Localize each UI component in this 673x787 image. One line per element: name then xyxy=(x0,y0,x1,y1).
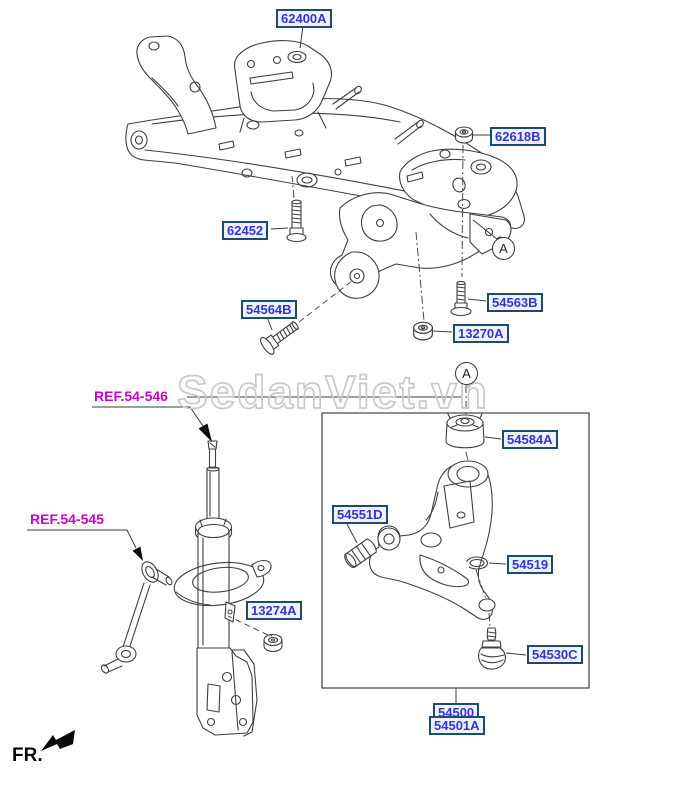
part-label-62452[interactable]: 62452 xyxy=(222,221,269,240)
part-label-54563B[interactable]: 54563B xyxy=(487,293,543,312)
nut-13274A xyxy=(263,633,283,653)
watermark: SedanViet.vn xyxy=(177,366,489,418)
control-arm-drawing xyxy=(368,460,496,620)
part-label-54519[interactable]: 54519 xyxy=(507,555,554,574)
bolt-54564B xyxy=(260,321,299,355)
part-label-54501A[interactable]: 54501A xyxy=(429,716,485,735)
bolt-62452 xyxy=(286,199,307,243)
strut-nut-dash-line xyxy=(227,615,269,636)
ref-arrow-545 xyxy=(132,546,143,561)
bolt-54563B xyxy=(450,280,472,317)
part-label-54530C[interactable]: 54530C xyxy=(527,645,583,664)
center-lines xyxy=(291,144,498,323)
front-direction-label: FR. xyxy=(12,745,43,766)
arm-rear-bushing-drawing xyxy=(445,413,485,449)
ref-arrow-546 xyxy=(198,423,212,442)
nut-13270A xyxy=(413,321,433,341)
ref-label-54-545[interactable]: REF.54-545 xyxy=(30,511,104,527)
arm-front-bushing-drawing xyxy=(344,538,377,568)
stabilizer-link-drawing xyxy=(100,561,173,674)
front-direction-arrow-icon xyxy=(41,730,75,751)
strut-drawing xyxy=(173,440,272,737)
snap-ring-drawing xyxy=(464,556,489,570)
callout-a-crossmember: A xyxy=(492,237,515,260)
ref-label-54-546[interactable]: REF.54-546 xyxy=(94,388,168,404)
part-label-13270A[interactable]: 13270A xyxy=(453,324,509,343)
ball-joint-drawing xyxy=(478,627,506,670)
crossmember-drawing xyxy=(125,35,525,299)
part-label-13274A[interactable]: 13274A xyxy=(246,601,302,620)
part-label-54564B[interactable]: 54564B xyxy=(241,300,297,319)
detail-center-lines xyxy=(465,385,491,628)
part-label-54584A[interactable]: 54584A xyxy=(502,430,558,449)
nut-62618B xyxy=(454,126,474,144)
part-label-62400A[interactable]: 62400A xyxy=(276,9,332,28)
leader-lines xyxy=(27,25,527,656)
part-label-62618B[interactable]: 62618B xyxy=(490,127,546,146)
callout-a-detail: A xyxy=(455,362,478,385)
part-label-54551D[interactable]: 54551D xyxy=(332,505,388,524)
